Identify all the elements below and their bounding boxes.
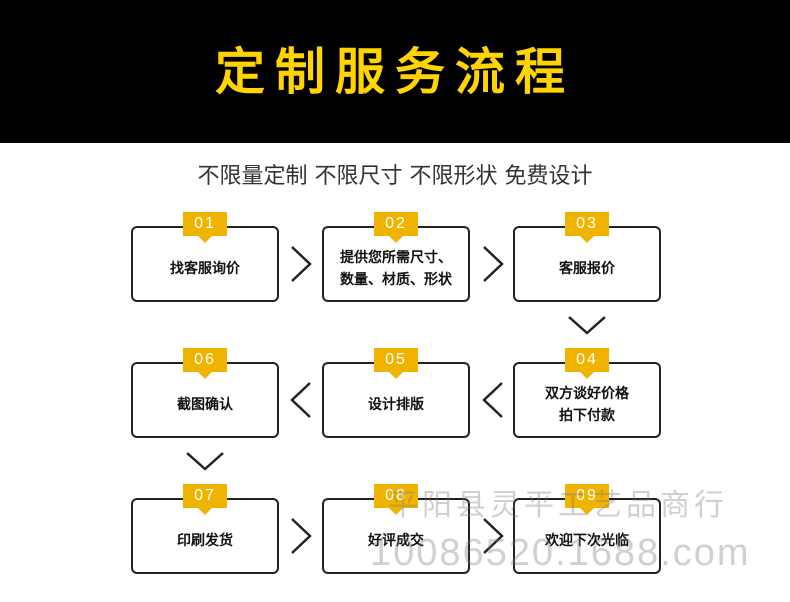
chevron-right-icon xyxy=(481,516,505,556)
step-number-badge: 03 xyxy=(565,212,609,243)
step-number-badge: 06 xyxy=(183,348,227,379)
step-number-badge: 05 xyxy=(374,348,418,379)
step-06: 06 截图确认 xyxy=(131,348,279,438)
step-number-badge: 07 xyxy=(183,484,227,515)
step-03: 03 客服报价 xyxy=(513,212,661,302)
chevron-right-icon xyxy=(481,244,505,284)
watermark-url: 10086520.1688.com xyxy=(370,532,751,574)
step-09: 09 欢迎下次光临 xyxy=(513,484,661,574)
chevron-down-icon xyxy=(566,314,608,336)
chevron-right-icon xyxy=(289,244,313,284)
step-label: 提供您所需尺寸、 数量、材质、形状 xyxy=(340,250,452,288)
step-label: 找客服询价 xyxy=(170,261,240,277)
step-label: 印刷发货 xyxy=(177,533,233,549)
step-label: 欢迎下次光临 xyxy=(545,533,629,549)
chevron-right-icon xyxy=(289,516,313,556)
step-label: 截图确认 xyxy=(177,397,233,413)
watermark-shop-name: 平阳县灵平工艺品商行 xyxy=(388,489,728,522)
step-number-badge: 04 xyxy=(565,348,609,379)
step-01: 01 找客服询价 xyxy=(131,212,279,302)
step-label: 双方谈好价格 拍下付款 xyxy=(545,386,629,424)
step-label: 设计排版 xyxy=(368,397,424,413)
step-02: 02 提供您所需尺寸、 数量、材质、形状 xyxy=(322,212,470,302)
step-04: 04 双方谈好价格 拍下付款 xyxy=(513,348,661,438)
step-number-badge: 02 xyxy=(374,212,418,243)
step-number-badge: 09 xyxy=(565,484,609,515)
step-08: 08 好评成交 xyxy=(322,484,470,574)
step-05: 05 设计排版 xyxy=(322,348,470,438)
subtitle: 不限量定制 不限尺寸 不限形状 免费设计 xyxy=(197,164,593,189)
chevron-left-icon xyxy=(289,380,313,420)
step-label: 客服报价 xyxy=(559,261,615,277)
chevron-left-icon xyxy=(481,380,505,420)
step-label: 好评成交 xyxy=(368,533,424,549)
header-banner: 定制服务流程 xyxy=(0,0,790,143)
step-07: 07 印刷发货 xyxy=(131,484,279,574)
page-title: 定制服务流程 xyxy=(215,43,575,101)
step-number-badge: 01 xyxy=(183,212,227,243)
chevron-down-icon xyxy=(184,450,226,472)
step-number-badge: 08 xyxy=(374,484,418,515)
